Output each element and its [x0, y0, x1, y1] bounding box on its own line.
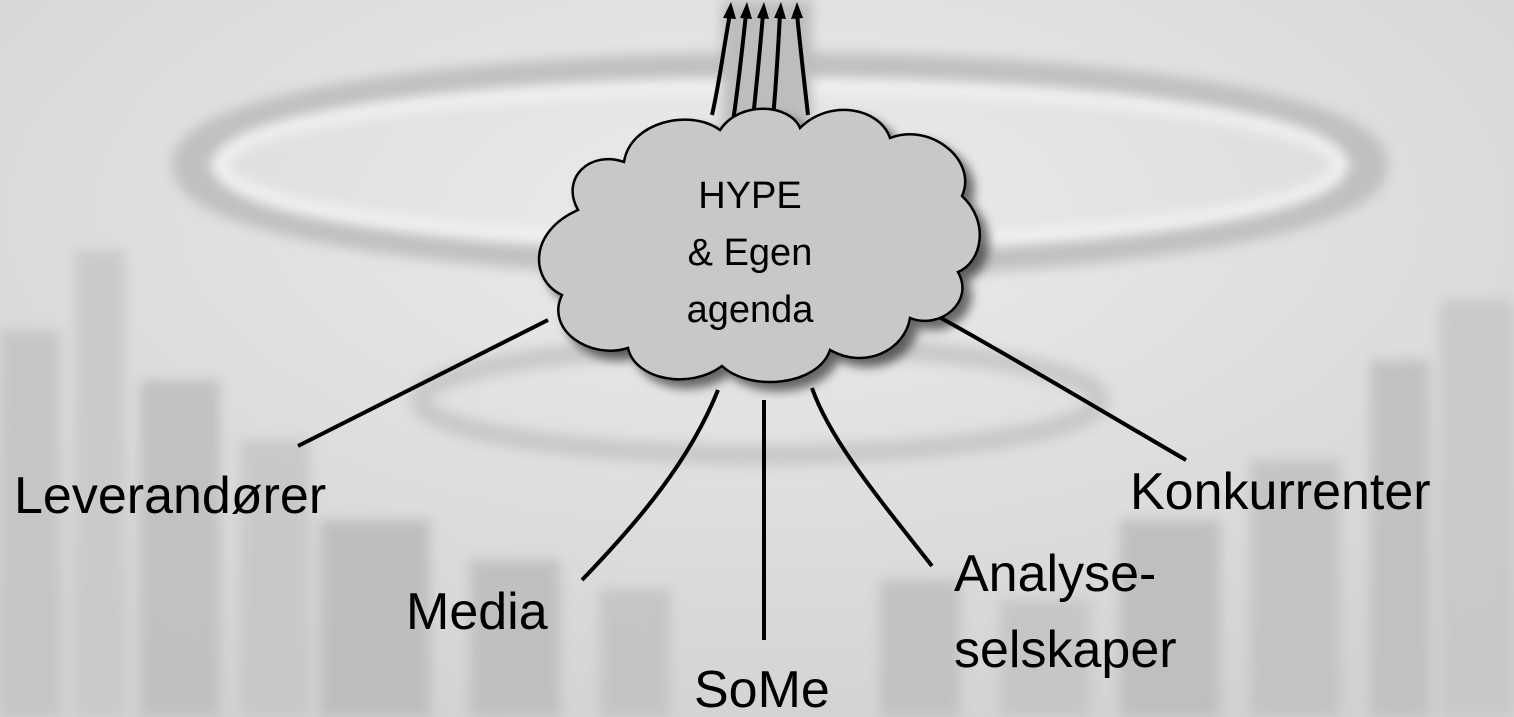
hype-cloud — [537, 107, 981, 384]
label-analyse-line2: selskaper — [954, 621, 1177, 679]
label-analyse-line1: Analyse- — [954, 545, 1157, 603]
label-konkurrenter: Konkurrenter — [1130, 463, 1431, 521]
cloud-line-hype: HYPE — [698, 175, 802, 217]
arrowhead-1 — [723, 2, 736, 19]
upward-arrow-5 — [795, 13, 810, 116]
connector-leverandorer — [297, 318, 549, 448]
arrowheads — [723, 2, 803, 19]
connector-analyse — [810, 387, 934, 568]
connector-konkurrenter — [929, 310, 1188, 462]
arrowhead-5 — [791, 2, 803, 19]
label-some: SoMe — [694, 661, 830, 717]
arrowhead-2 — [740, 2, 752, 19]
label-leverandorer: Leverandører — [14, 467, 327, 525]
connector-lines — [297, 310, 1188, 640]
arrowhead-4 — [774, 2, 786, 19]
cloud-line-egen: & Egen — [687, 232, 813, 274]
cloud-line-agenda: agenda — [686, 289, 814, 331]
connector-media — [580, 389, 720, 582]
label-media: Media — [406, 583, 548, 641]
upward-arrow-1 — [710, 13, 732, 116]
arrowhead-3 — [757, 2, 769, 19]
cloud-label: HYPE & Egen agenda — [620, 168, 880, 339]
